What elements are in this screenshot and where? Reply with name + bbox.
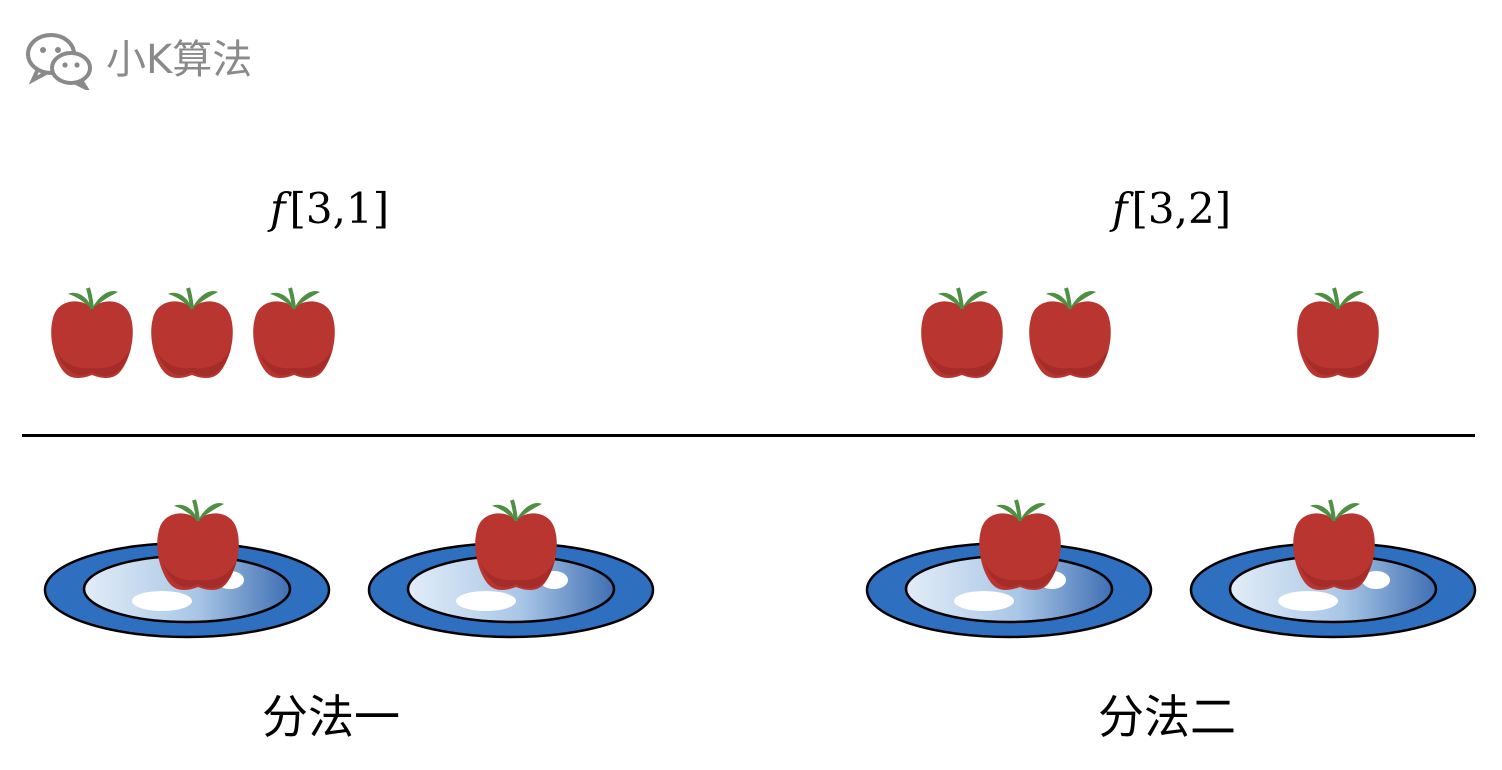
watermark-text: 小K算法 [106,37,253,83]
left-formula: f[3,1] [270,188,389,230]
right-formula: f[3,2] [1112,188,1231,230]
apple [148,282,236,382]
apple [1294,282,1382,382]
right-formula-function: f [1112,184,1128,233]
apple [250,282,338,382]
apple [48,282,136,382]
apple-on-plate [472,494,560,594]
apple-on-plate [976,494,1064,594]
apple [1026,282,1114,382]
left-formula-args: [3,1] [289,184,390,233]
right-formula-args: [3,2] [1131,184,1232,233]
divider-line [22,434,1475,437]
left-caption: 分法一 [262,690,400,744]
apple-on-plate [1290,494,1378,594]
apple [918,282,1006,382]
watermark: 小K算法 [24,30,252,90]
right-caption: 分法二 [1098,690,1236,744]
wechat-icon [26,33,92,90]
apple-on-plate [154,494,242,594]
left-formula-function: f [270,184,286,233]
